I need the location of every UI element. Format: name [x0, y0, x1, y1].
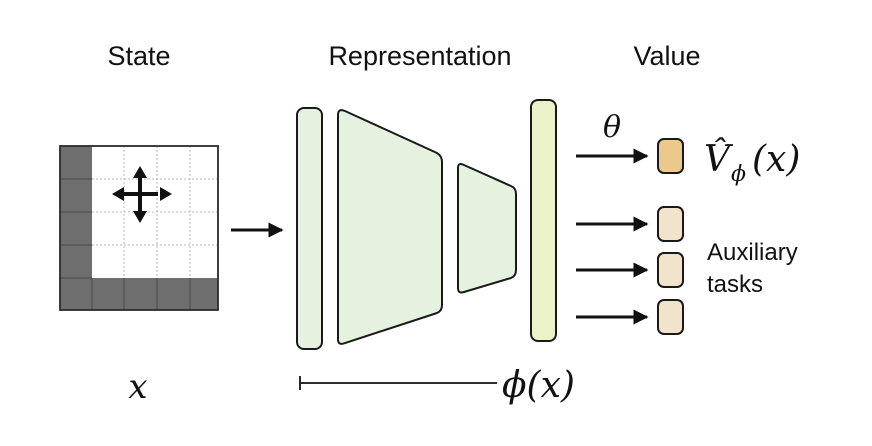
- v-hat-symbol: V̂: [704, 137, 734, 180]
- gridworld-walls: [60, 146, 218, 310]
- auxiliary-tasks-label-line1: Auxiliary: [707, 239, 798, 266]
- gridworld-state: [59, 145, 219, 311]
- state-x-label: x: [128, 367, 147, 407]
- theta-label: θ: [603, 110, 621, 145]
- header-representation: Representation: [328, 41, 511, 71]
- four-way-move-arrow-icon: [112, 166, 172, 223]
- header-value: Value: [633, 41, 700, 71]
- gridworld-grid-lines: [92, 146, 218, 278]
- phi-x-label: ϕ(x): [502, 365, 575, 406]
- aux-head-1: [657, 206, 684, 242]
- encoder-conv-block-2: [457, 163, 517, 294]
- v-argument: (x): [752, 139, 800, 180]
- encoder-network: [296, 99, 557, 350]
- encoder-conv-block-1: [337, 109, 443, 345]
- header-state: State: [107, 41, 170, 71]
- v-subscript: ϕ: [731, 162, 746, 187]
- aux-head-2: [657, 252, 684, 288]
- aux-head-3: [657, 299, 684, 335]
- encoder-input-layer: [296, 107, 323, 350]
- value-function-label: V̂ ϕ (x): [704, 137, 800, 187]
- value-head: [657, 138, 684, 174]
- feature-layer: [530, 99, 557, 342]
- representation-bracket: [299, 376, 497, 390]
- auxiliary-tasks-label-line2: tasks: [707, 271, 763, 298]
